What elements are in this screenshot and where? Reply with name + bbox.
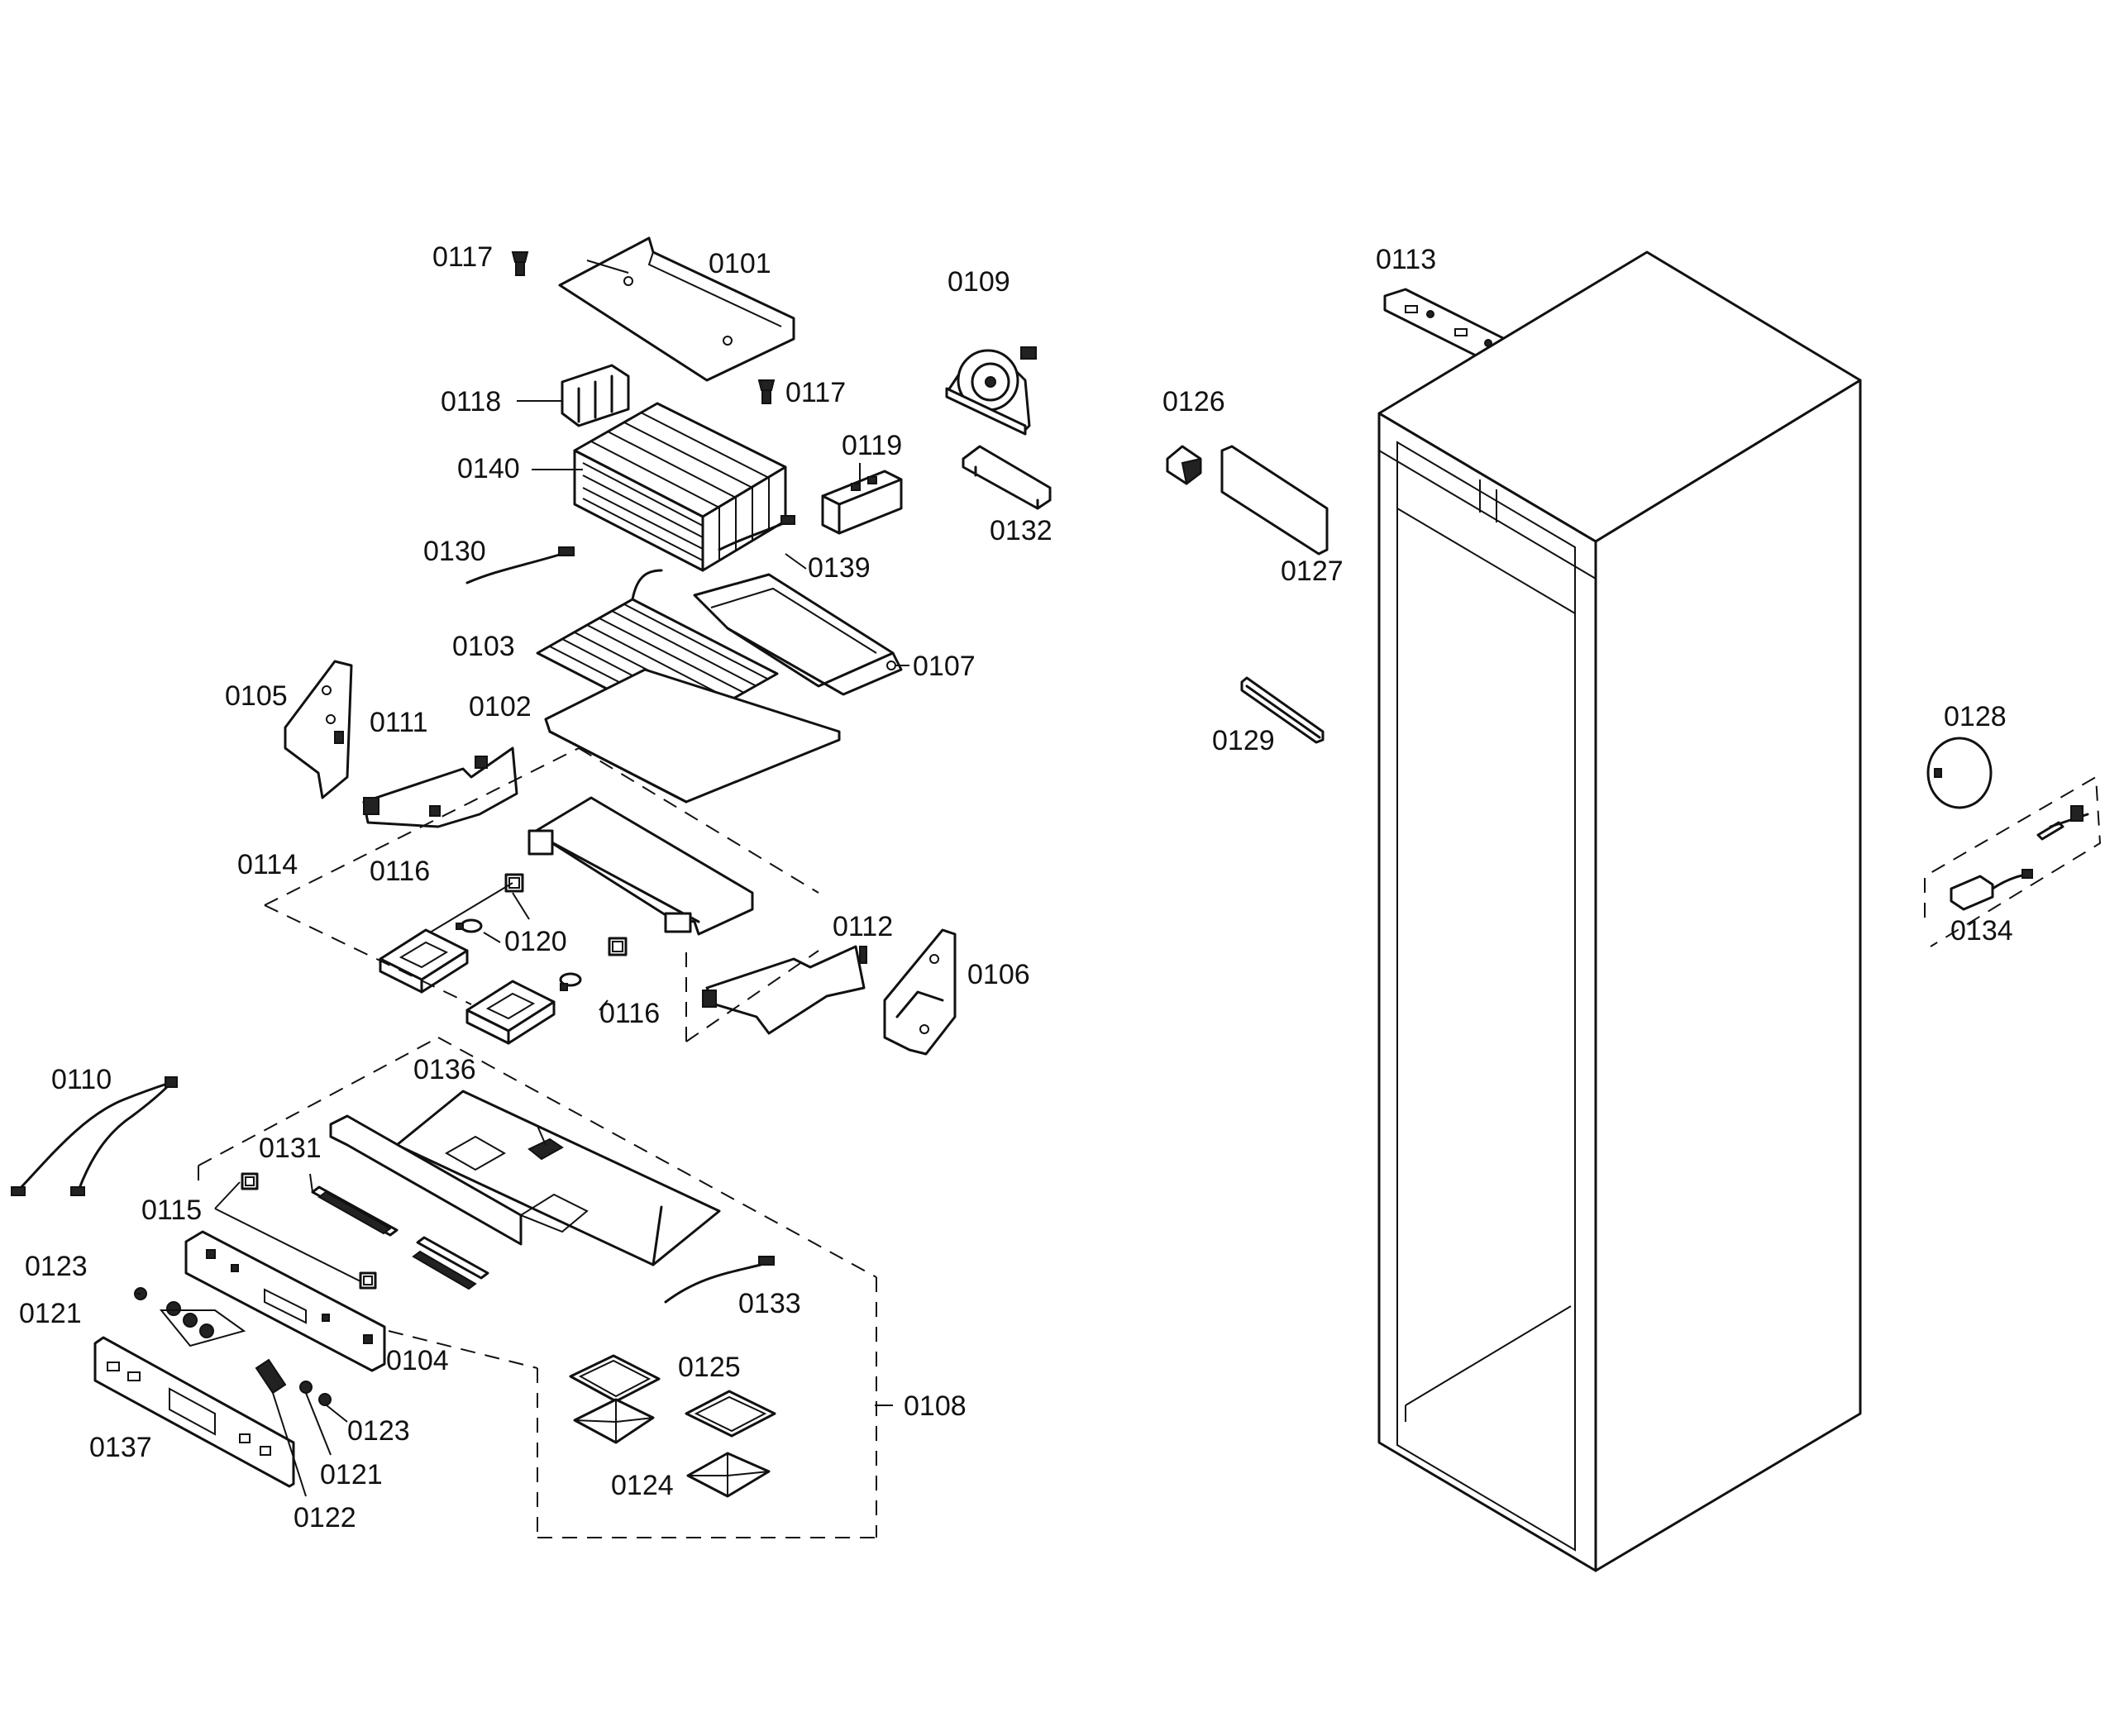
label-0123-right: 0123 xyxy=(347,1415,410,1447)
part-0107-drain-channel xyxy=(693,573,903,696)
leader-lines xyxy=(136,260,909,1497)
part-0131-light-strip-a xyxy=(311,1185,399,1237)
label-0129: 0129 xyxy=(1212,725,1275,756)
label-0117-mid: 0117 xyxy=(785,377,846,408)
label-0121-left: 0121 xyxy=(19,1298,82,1329)
label-0114: 0114 xyxy=(237,849,298,880)
label-0116-bottom: 0116 xyxy=(599,998,660,1029)
part-0119-relay-block xyxy=(821,470,903,535)
label-0128: 0128 xyxy=(1944,701,2007,732)
part-0125-gasket-a xyxy=(569,1354,661,1403)
label-0105: 0105 xyxy=(225,680,288,712)
label-0137: 0137 xyxy=(89,1432,152,1463)
part-0122-switch xyxy=(255,1358,287,1395)
part-0132-bracket xyxy=(962,445,1052,510)
label-0122: 0122 xyxy=(294,1502,356,1533)
label-0127: 0127 xyxy=(1281,556,1344,587)
label-0116-top: 0116 xyxy=(370,856,430,887)
label-0106: 0106 xyxy=(967,959,1030,990)
part-0125-gasket-b xyxy=(685,1390,776,1438)
part-0120-lamp-cover-b xyxy=(465,980,556,1045)
label-0125: 0125 xyxy=(678,1352,741,1383)
part-cabinet xyxy=(1377,250,1862,1572)
part-0120-bulb-a xyxy=(456,918,483,933)
label-0120: 0120 xyxy=(504,926,567,957)
label-0113: 0113 xyxy=(1376,244,1436,275)
part-0115-connector-a xyxy=(241,1172,259,1190)
label-0111: 0111 xyxy=(370,707,428,738)
part-0109-fan-motor xyxy=(945,346,1037,436)
label-0130: 0130 xyxy=(423,536,486,567)
part-0112-bracket xyxy=(702,945,867,1035)
part-0133-wire xyxy=(664,1256,775,1304)
part-0128-ring xyxy=(1926,737,1993,809)
label-0118: 0118 xyxy=(441,386,501,417)
label-0117-top: 0117 xyxy=(432,241,493,273)
part-0121-knob-right xyxy=(299,1381,313,1394)
label-0103: 0103 xyxy=(452,631,515,662)
label-0102: 0102 xyxy=(469,691,532,723)
label-0115: 0115 xyxy=(141,1195,202,1226)
label-0123-left: 0123 xyxy=(25,1251,88,1282)
part-0127-panel xyxy=(1220,445,1329,556)
part-0129-strip xyxy=(1240,676,1325,744)
dashed-outline-0134-group xyxy=(1924,775,2102,947)
part-0114-shroud xyxy=(527,796,754,936)
part-0117-screw-mid xyxy=(757,379,776,404)
label-0108: 0108 xyxy=(904,1390,967,1422)
part-0106-side-bracket xyxy=(883,928,957,1056)
dashed-outline-lighting-group xyxy=(264,747,819,1042)
part-0123-screw-right xyxy=(318,1393,332,1406)
part-0126-switch xyxy=(1166,445,1202,485)
label-0133: 0133 xyxy=(738,1288,801,1319)
part-0104-control-panel xyxy=(184,1230,386,1372)
label-0119: 0119 xyxy=(842,430,902,461)
part-0134-lamp-assembly xyxy=(1950,805,2089,911)
label-0101: 0101 xyxy=(709,248,771,279)
part-0130-sensor-wire xyxy=(465,546,575,584)
part-0139-sensor-wire xyxy=(718,515,795,551)
label-0121-right: 0121 xyxy=(320,1459,383,1490)
part-0137-faceplate xyxy=(93,1336,295,1488)
part-0124-gasket-b xyxy=(686,1452,771,1498)
part-0102-plate xyxy=(544,668,841,804)
part-0124-gasket-a xyxy=(573,1398,655,1444)
part-0116-connector-b xyxy=(608,937,628,956)
label-0107: 0107 xyxy=(913,651,976,682)
label-0136: 0136 xyxy=(413,1054,476,1085)
part-0131-light-strip-b xyxy=(412,1236,489,1290)
label-0110: 0110 xyxy=(51,1064,112,1095)
part-0120-bulb-b xyxy=(559,972,582,991)
label-0139: 0139 xyxy=(808,552,871,584)
part-0120-lamp-cover-a xyxy=(379,928,469,994)
label-0124: 0124 xyxy=(611,1470,674,1501)
part-0110-wire-harness xyxy=(11,1076,178,1196)
part-0115-connector-b xyxy=(359,1271,377,1290)
label-0131: 0131 xyxy=(259,1133,322,1164)
part-0118-clip-bracket xyxy=(561,364,630,427)
label-0140: 0140 xyxy=(457,453,520,484)
part-0140-evaporator-coil xyxy=(573,402,787,572)
part-0105-side-bracket xyxy=(284,660,353,799)
part-0117-screw-top xyxy=(511,251,529,276)
part-0121-knob-set-left xyxy=(159,1301,246,1347)
label-0132: 0132 xyxy=(990,515,1052,546)
part-0136-control-housing xyxy=(329,1090,721,1266)
label-0112: 0112 xyxy=(833,911,893,942)
dashed-outline-control-group xyxy=(198,1037,877,1538)
part-0116-connector-a xyxy=(504,873,524,893)
callout-labels: 0117 0101 0109 0113 0118 0117 0126 0119 … xyxy=(19,241,2013,1533)
label-0109: 0109 xyxy=(947,266,1010,298)
label-0104: 0104 xyxy=(386,1345,449,1376)
label-0126: 0126 xyxy=(1162,386,1225,417)
part-0111-bracket xyxy=(362,746,518,828)
label-0134: 0134 xyxy=(1950,915,2013,947)
part-0101-cover-plate xyxy=(558,236,795,382)
